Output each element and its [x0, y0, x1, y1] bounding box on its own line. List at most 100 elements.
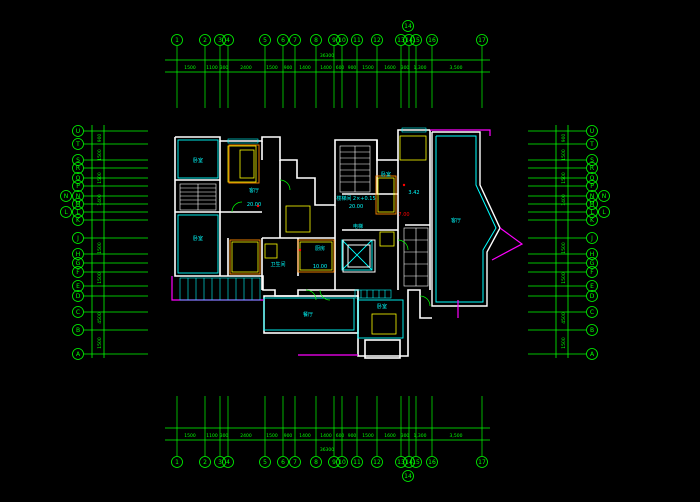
bottom-dim-4: 2400 [240, 433, 252, 439]
bottom-dim-6: 900 [284, 433, 293, 439]
svg-text:4: 4 [226, 37, 230, 44]
svg-text:12: 12 [373, 459, 381, 466]
svg-text:16: 16 [428, 37, 436, 44]
bottom-dim-8: 1400 [320, 433, 332, 439]
top-dim-1: 1500 [184, 65, 196, 71]
axis-bubble-right-R: R [586, 162, 598, 174]
right-dim-3: 1500 [561, 172, 567, 184]
svg-text:K: K [590, 217, 595, 224]
axis-bubble-top-15: 15 [410, 34, 422, 46]
axis-bubble-left-K: K [72, 214, 84, 226]
right-dim-5: 1500 [561, 242, 567, 254]
axis-bubble-left-E: E [72, 280, 84, 292]
right-dim-7: 4500 [561, 312, 567, 324]
axis-bubble-right-E: E [586, 280, 598, 292]
svg-text:A: A [590, 351, 595, 358]
axis-bubble-top-3: 3 [214, 34, 226, 46]
svg-text:F: F [76, 269, 80, 276]
room-label-living-area: 20.00 [247, 202, 261, 208]
axis-bubble-bottom-16: 16 [426, 456, 438, 468]
axis-bubble-right-U: U [586, 125, 598, 137]
top-dim-14: 1,300 [414, 65, 427, 71]
svg-text:1: 1 [175, 37, 179, 44]
door-arcs [231, 179, 431, 307]
stair-right [403, 227, 429, 287]
axis-bubble-top-11: 11 [351, 34, 363, 46]
axis-bubble-left-N: N [72, 190, 84, 202]
axis-bubble-left-Q: Q [72, 172, 84, 184]
svg-text:14: 14 [404, 473, 412, 480]
left-dim-7: 4500 [97, 312, 103, 324]
axis-bubble-bottom-7: 7 [289, 456, 301, 468]
room-label-living-left: 客厅 [249, 187, 259, 194]
svg-text:J: J [590, 235, 593, 242]
svg-text:M: M [589, 201, 594, 208]
axis-bubble-right-L: L [586, 206, 598, 218]
axis-bubble-right-H: H [586, 248, 598, 260]
left-dim-labels: 900 1500 1500 1400 1500 1500 4500 1500 [97, 134, 103, 349]
top-dim-4: 2400 [240, 65, 252, 71]
svg-text:13: 13 [397, 37, 405, 44]
svg-text:E: E [76, 283, 80, 290]
axis-bubble-bottom-5: 5 [259, 456, 271, 468]
top-dim-9: 600 [336, 65, 345, 71]
axis-bubble-left-P: P [72, 180, 84, 192]
top-dim-6: 900 [284, 65, 293, 71]
axis-bubble-left-L-extra: L [60, 206, 72, 218]
left-dim-1: 900 [97, 134, 103, 143]
room-label-right-bed: 卧室 [381, 171, 391, 178]
svg-text:4: 4 [226, 459, 230, 466]
top-dim-8: 1400 [320, 65, 332, 71]
axis-bubble-right-N: N [586, 190, 598, 202]
furniture [227, 135, 427, 335]
axis-bubble-bottom-2: 2 [199, 456, 211, 468]
axis-bubble-bottom-15: 15 [410, 456, 422, 468]
right-dimension-lines [555, 125, 569, 358]
axis-bubble-right-S: S [586, 154, 598, 166]
svg-text:K: K [76, 217, 81, 224]
axis-bubble-bottom-14: 14 [403, 456, 415, 468]
top-dim-11: 1500 [362, 65, 374, 71]
bottom-dim-13: 300 [401, 433, 410, 439]
svg-text:14: 14 [405, 459, 413, 466]
room-label-big-room: 客厅 [451, 217, 461, 224]
bottom-dim-11: 1500 [362, 433, 374, 439]
axis-bubble-right-J: J [586, 232, 598, 244]
top-dim-2: 1100 [206, 65, 218, 71]
axis-bubble-bottom-8: 8 [310, 456, 322, 468]
svg-text:U: U [590, 128, 594, 135]
bottom-dim-labels: 1500 1100 300 2400 1500 900 1400 1400 60… [184, 433, 462, 439]
svg-text:N: N [590, 193, 595, 200]
svg-text:17: 17 [478, 37, 486, 44]
svg-text:Q: Q [590, 175, 595, 182]
svg-text:G: G [76, 260, 81, 267]
axis-bubble-top-12: 12 [371, 34, 383, 46]
axis-bubble-left-C: C [72, 306, 84, 318]
axis-bubble-right-L-extra: L [598, 206, 610, 218]
room-label-bottom-left: 餐厅 [303, 311, 313, 318]
bottom-dim-14: 1,300 [414, 433, 427, 439]
svg-text:15: 15 [412, 37, 420, 44]
axis-bubble-left-J: J [72, 232, 84, 244]
left-dim-5: 1500 [97, 242, 103, 254]
axis-bubble-right-T: T [586, 138, 598, 150]
axis-bubble-top-17: 17 [476, 34, 488, 46]
axis-bubble-top-13: 13 [395, 34, 407, 46]
svg-text:11: 11 [353, 37, 361, 44]
right-dim-labels: 900 1500 1500 1400 1500 1500 4500 1500 [561, 134, 567, 349]
axis-bubble-top-16: 16 [426, 34, 438, 46]
svg-text:D: D [76, 293, 81, 300]
svg-text:9: 9 [332, 459, 336, 466]
right-dim-1: 900 [561, 134, 567, 143]
axis-bubble-bottom-13: 13 [395, 456, 407, 468]
svg-text:14: 14 [404, 23, 412, 30]
svg-text:B: B [590, 327, 594, 334]
svg-text:N: N [602, 193, 607, 200]
svg-text:N: N [64, 193, 69, 200]
axis-bubble-left-R: R [72, 162, 84, 174]
axis-bubble-top-10: 10 [336, 34, 348, 46]
axis-bubble-top-8: 8 [310, 34, 322, 46]
